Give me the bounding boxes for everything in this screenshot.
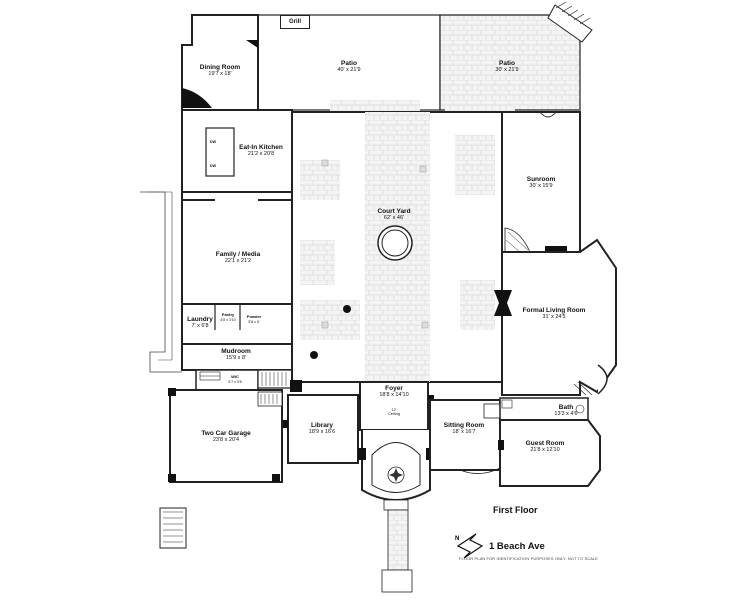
disclaimer-text: FLOOR PLAN FOR IDENTIFICATION PURPOSES O… <box>459 556 599 561</box>
courtyard <box>291 111 503 383</box>
ceiling-note: 12'Ceiling <box>388 408 400 417</box>
two-car-garage <box>159 388 283 549</box>
sunroom <box>501 111 581 253</box>
svg-text:N: N <box>455 536 459 542</box>
dishwasher-label-2: DW <box>210 164 216 168</box>
patio-area <box>257 1 593 112</box>
rotunda <box>358 430 434 593</box>
library <box>280 380 359 464</box>
sitting-room <box>429 399 501 474</box>
grill-label: Grill <box>280 15 310 29</box>
guest-suite <box>498 397 601 487</box>
dishwasher-label: DW <box>210 140 216 144</box>
compass-icon: N <box>455 533 484 559</box>
dining-room <box>181 14 259 111</box>
site-lines <box>140 191 182 373</box>
formal-living-room <box>494 238 617 396</box>
address-label: 1 Beach Ave <box>489 541 545 552</box>
floor-title: First Floor <box>493 505 538 515</box>
